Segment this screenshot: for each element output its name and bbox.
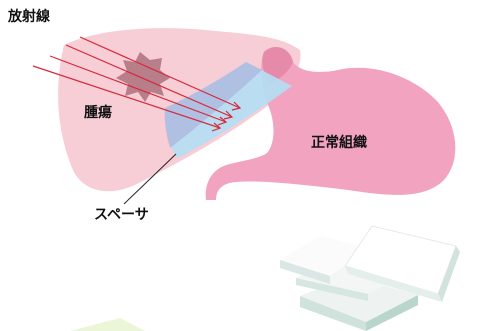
- pad-bottom-side: [300, 296, 366, 331]
- radiation-ray-1: [79, 36, 241, 109]
- pad-bottom-side-right: [366, 295, 418, 331]
- tumor-shape: [116, 52, 170, 102]
- pad-top-side: [438, 246, 460, 302]
- green-object: [70, 318, 145, 331]
- pad-top-side-bottom: [345, 266, 442, 302]
- spacer-label: スペーサ: [94, 207, 149, 223]
- radiation-ray-3: [49, 55, 227, 123]
- radiation-arrowhead-4: [211, 122, 222, 132]
- radiation-label: 放射線: [8, 9, 50, 25]
- radiation-arrowhead-3: [217, 116, 228, 126]
- tumor-label: 腫瘍: [84, 105, 112, 121]
- spacer-shape: [164, 62, 292, 158]
- radiation-arrows: [32, 36, 242, 132]
- pad-middle-side: [296, 278, 368, 301]
- normal-tissue-label: 正常組織: [311, 135, 367, 151]
- radiation-arrowhead-1: [231, 101, 242, 111]
- spacer-liver-overlap: [164, 62, 262, 148]
- pad-left-top: [280, 236, 370, 276]
- radiation-ray-2: [65, 44, 233, 118]
- radiation-ray-4: [32, 65, 221, 129]
- radiation-arrowhead-2: [223, 110, 234, 120]
- pad-left-top-side: [280, 260, 330, 284]
- spacer-pads-photo: [280, 225, 460, 331]
- spacer-callout-line: [123, 153, 177, 205]
